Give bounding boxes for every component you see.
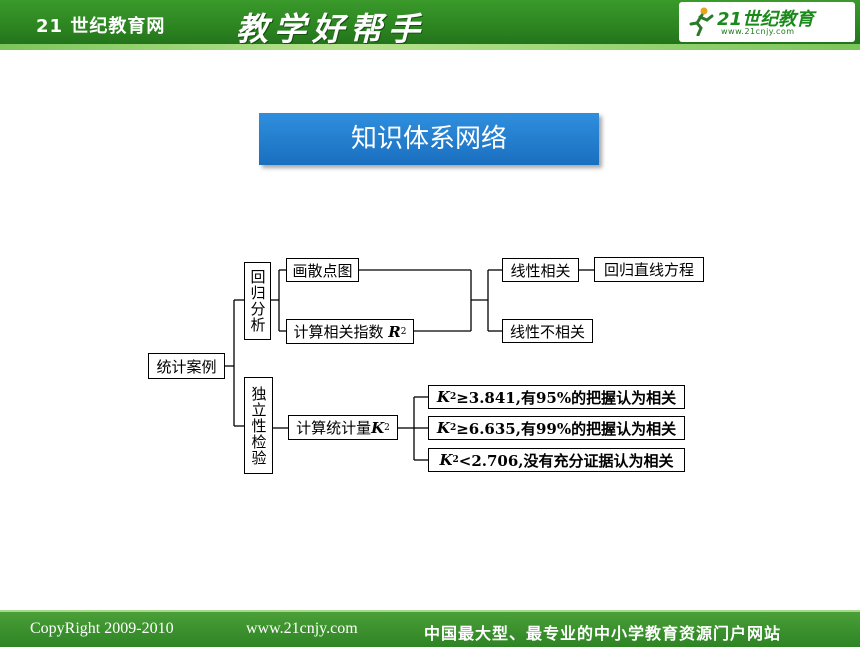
node-independence-label: 独立性检验 xyxy=(249,385,268,466)
logo-text: 21世纪教育 xyxy=(717,9,815,30)
var-k-2: K xyxy=(436,419,450,437)
node-independence-test: 独立性检验 xyxy=(244,377,273,474)
node-regression-label: 回归分析 xyxy=(248,269,267,333)
header-stripe xyxy=(0,44,860,50)
node-regression-analysis: 回归分析 xyxy=(244,262,271,340)
node-not-linear-label: 线性不相关 xyxy=(509,322,585,341)
slogan: 教学好帮手 xyxy=(236,10,427,48)
runner-icon xyxy=(689,7,714,36)
var-r: R xyxy=(388,322,401,341)
header-bar: 21 世纪教育网 教学好帮手 21世纪教育 www.21cnjy.com xyxy=(0,0,860,50)
footer-url-link[interactable]: www.21cnjy.com xyxy=(246,620,358,637)
node-statistic-label: 计算统计量 xyxy=(296,419,372,437)
site-name: 21 世纪教育网 xyxy=(36,16,166,37)
node-result-95-label: ≥3.841,有95%的把握认为相关 xyxy=(456,388,677,407)
node-scatter-plot: 画散点图 xyxy=(286,258,359,282)
section-title: 知识体系网络 xyxy=(350,124,507,154)
node-regression-line: 回归直线方程 xyxy=(594,257,704,282)
node-linear-correlation: 线性相关 xyxy=(502,258,579,282)
var-k: K xyxy=(371,418,385,437)
site-logo[interactable]: 21世纪教育 www.21cnjy.com xyxy=(679,2,855,42)
node-root: 统计案例 xyxy=(148,353,225,379)
footer-tagline: 中国最大型、最专业的中小学教育资源门户网站 xyxy=(424,624,782,643)
node-scatter-label: 画散点图 xyxy=(292,261,353,280)
footer-bar: CopyRight 2009-2010 www.21cnjy.com 中国最大型… xyxy=(0,610,860,647)
logo-url: www.21cnjy.com xyxy=(721,27,795,36)
var-k-1: K xyxy=(436,388,450,406)
var-k-3: K xyxy=(439,451,453,469)
section-title-box: 知识体系网络 xyxy=(259,113,599,165)
node-not-linear: 线性不相关 xyxy=(502,319,593,343)
node-regression-line-label: 回归直线方程 xyxy=(603,261,694,279)
node-result-99-label: ≥6.635,有99%的把握认为相关 xyxy=(456,419,677,438)
node-correlation-label: 计算相关指数 xyxy=(293,323,384,341)
node-result-none-label: <2.706,没有充分证据认为相关 xyxy=(458,451,674,470)
node-root-label: 统计案例 xyxy=(156,357,217,376)
node-linear-label: 线性相关 xyxy=(510,261,571,280)
copyright-text: CopyRight 2009-2010 xyxy=(30,620,174,637)
